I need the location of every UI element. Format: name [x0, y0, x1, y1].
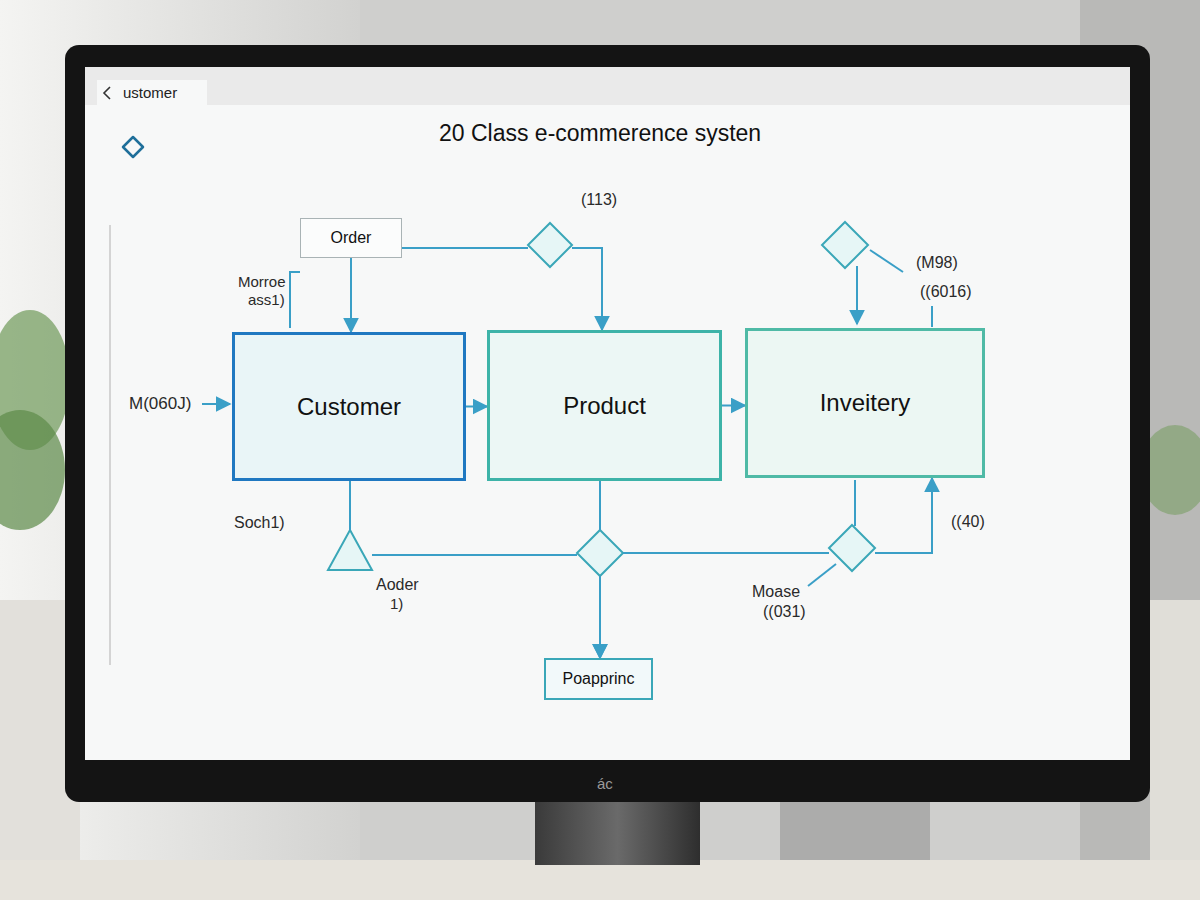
tab-label: ustomer: [121, 84, 179, 101]
app-icon: [123, 137, 143, 157]
connector: [350, 481, 600, 658]
monitor-stand: [535, 795, 700, 865]
decision-diamond: [822, 222, 868, 268]
class-box: Inveitery: [745, 328, 985, 478]
class-box: Customer: [232, 332, 466, 481]
screen: [85, 67, 1130, 760]
connector-line: [854, 480, 856, 526]
note-label: ass1): [246, 291, 287, 308]
class-box: Product: [487, 330, 722, 481]
callout-number: (M98): [914, 254, 960, 272]
node-label: Order: [331, 229, 372, 247]
input-label: M(060J): [127, 394, 193, 414]
connector: [599, 481, 601, 658]
merge-triangle: [328, 530, 372, 570]
connector: [466, 406, 487, 408]
desk: [0, 860, 1200, 900]
tab: [97, 80, 207, 106]
back-chevron: [104, 87, 110, 99]
leader-line: [290, 272, 300, 328]
brand-logo: ác: [595, 775, 615, 792]
desk-right: [1150, 600, 1200, 860]
title-bar: [85, 67, 1130, 105]
note-label: Soch1): [232, 514, 287, 532]
class-box: Order: [300, 218, 402, 258]
callout-number: ((40): [949, 513, 987, 531]
note-label: Morroe: [236, 273, 288, 290]
margin-line: [109, 225, 111, 665]
connector: [722, 405, 745, 407]
connector: [350, 258, 352, 332]
callout-number: 1): [388, 595, 405, 612]
note-label: Aoder: [374, 576, 421, 594]
node-label: Inveitery: [820, 389, 911, 417]
chair-blur: [780, 800, 930, 860]
note-label: Moase: [750, 583, 802, 601]
callout-number: (113): [579, 191, 619, 209]
input-arrow: [202, 403, 230, 405]
plant-leaves: [0, 410, 65, 530]
arrow-line: [856, 266, 858, 324]
node-label: Poapprinc: [562, 670, 634, 688]
callout-number: ((031): [761, 603, 808, 621]
leader-line: [870, 250, 903, 272]
monitor-bezel: [65, 45, 1150, 802]
decision-diamond: [528, 223, 572, 267]
connector: [402, 248, 602, 330]
leader-line: [808, 564, 836, 586]
connector: [350, 478, 932, 555]
diagram-title: 20 Class e-commerence systen: [439, 120, 761, 147]
result-box: Poapprinc: [544, 658, 653, 700]
node-label: Product: [563, 392, 646, 420]
callout-number: ((6016): [918, 283, 974, 301]
tick-line: [931, 306, 933, 327]
node-label: Customer: [297, 393, 401, 421]
decision-diamond: [577, 530, 623, 576]
